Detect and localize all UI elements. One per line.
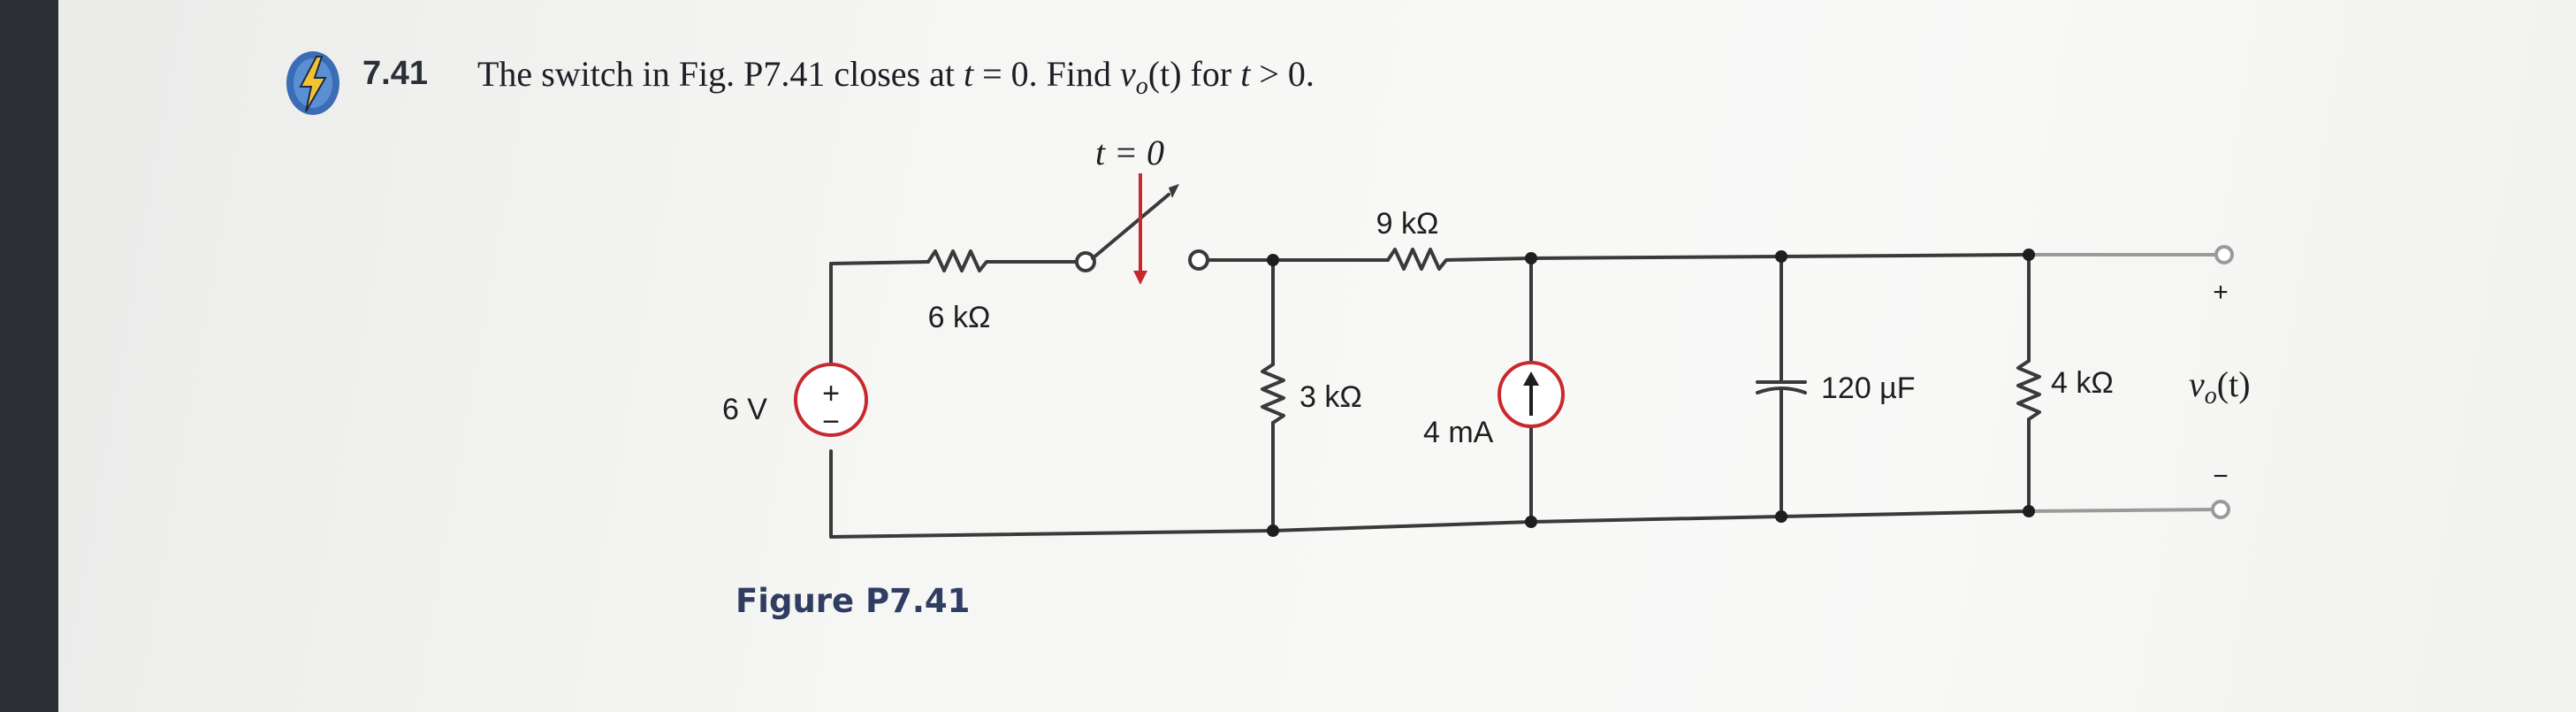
wire-bottom	[1271, 509, 2031, 532]
t-variable-2: t	[1240, 54, 1251, 94]
switch-terminal-left	[1075, 251, 1096, 272]
node-dot	[1525, 516, 1537, 528]
output-v: v	[2189, 364, 2205, 404]
voltage-source-plus: +	[822, 377, 840, 410]
t-argument: (t)	[1147, 54, 1182, 94]
node-dot	[2023, 249, 2035, 261]
lightning-bolt-icon	[286, 51, 339, 115]
t-variable: t	[963, 54, 974, 94]
resistor-4k	[2016, 359, 2041, 421]
problem-text-mid1: = 0. Find	[973, 54, 1121, 94]
resistor-3k	[1261, 363, 1285, 425]
problem-text-mid2: for	[1181, 54, 1241, 94]
output-minus: −	[2213, 462, 2229, 491]
output-voltage-label: vo(t)	[2189, 364, 2251, 410]
switch-blade	[1091, 193, 1170, 260]
switch-label: t = 0	[1095, 133, 1164, 172]
current-arrow-head	[1523, 371, 1539, 386]
resistor-9k	[1386, 248, 1533, 271]
wire-top-left	[829, 260, 930, 265]
node-dot	[1267, 254, 1279, 266]
node-dot	[1775, 250, 1787, 263]
source-voltage-label: 6 V	[722, 393, 767, 426]
output-sub: o	[2205, 382, 2217, 410]
v-variable: v	[1120, 54, 1136, 94]
switch-arrow-head	[1133, 271, 1147, 285]
resistor-6k	[926, 249, 1078, 272]
figure-caption: Figure P7.41	[735, 582, 971, 620]
wire-left-bottom	[829, 449, 1275, 539]
output-terminal-top	[2214, 245, 2234, 264]
node-dot	[2023, 505, 2035, 517]
switch-terminal-right	[1188, 249, 1209, 271]
output-plus: +	[2213, 278, 2229, 307]
capacitor-label: 120 µF	[1821, 371, 1916, 405]
v-subscript: o	[1135, 73, 1148, 100]
voltage-source-minus: −	[822, 405, 840, 439]
output-terminal-bottom	[2211, 500, 2230, 519]
switch-blade-arrowhead	[1169, 184, 1179, 198]
current-source-label: 4 mA	[1423, 416, 1494, 449]
photo-dark-edge	[0, 0, 58, 712]
problem-text-before: The switch in Fig. P7.41 closes at	[477, 54, 964, 94]
problem-statement: The switch in Fig. P7.41 closes at t = 0…	[477, 53, 1315, 101]
wire-out-bottom	[2027, 508, 2219, 513]
voltage-source	[794, 363, 868, 437]
output-arg: (t)	[2217, 364, 2251, 404]
problem-number: 7.41	[362, 55, 428, 92]
resistor-4k-label: 4 kΩ	[2051, 366, 2114, 400]
resistor-6k-label: 6 kΩ	[928, 301, 991, 334]
resistor-3k-label: 3 kΩ	[1299, 380, 1362, 414]
node-dot	[1267, 524, 1279, 537]
problem-text-end: > 0.	[1250, 54, 1315, 94]
node-dot	[1775, 510, 1787, 523]
node-dot	[1525, 252, 1537, 264]
resistor-9k-label: 9 kΩ	[1376, 207, 1439, 241]
textbook-page	[58, 0, 2576, 712]
capacitor-plate-bottom	[1756, 387, 1807, 394]
